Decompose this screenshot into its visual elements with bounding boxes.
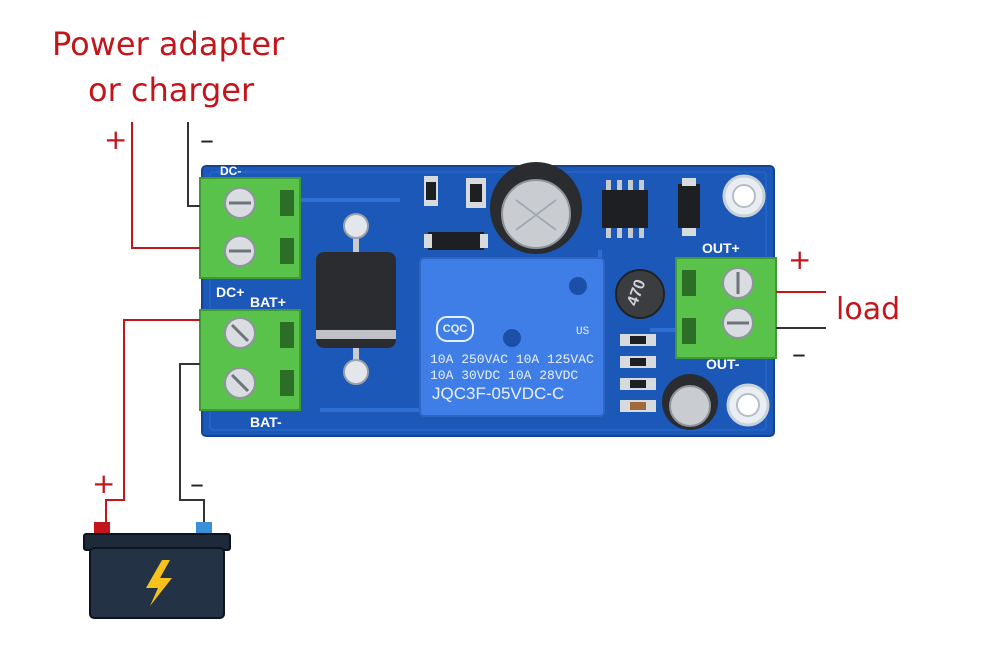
wire-bat-plus (105, 319, 200, 524)
wire-dc-plus (131, 122, 200, 249)
relay-model: JQC3F-05VDC-C (432, 384, 565, 403)
inductor (615, 269, 665, 319)
bat-minus-sign: – (190, 467, 204, 500)
silk-bat-minus: BAT- (250, 414, 282, 430)
silk-out-plus: OUT+ (702, 240, 740, 256)
silk-bat-plus: BAT+ (250, 294, 286, 310)
dc-minus-sign: – (200, 123, 214, 156)
ic-chip (602, 180, 648, 238)
capacitor-large (490, 162, 582, 254)
terminal-block-bat (199, 309, 301, 411)
diode (316, 213, 396, 385)
dc-plus-sign: + (104, 123, 128, 156)
relay (419, 257, 605, 417)
terminal-block-out (675, 257, 777, 359)
mounting-hole (726, 383, 770, 427)
relay-rating-line1: 10A 250VAC 10A 125VAC (430, 352, 594, 367)
power-adapter-label-line1: Power adapter (52, 25, 285, 63)
load-plus-sign: + (788, 243, 812, 276)
power-adapter-label-line2: or charger (88, 71, 255, 109)
terminal-block-dc (199, 177, 301, 279)
lightning-icon (146, 560, 172, 606)
bat-plus-sign: + (92, 467, 116, 500)
mounting-hole (722, 174, 766, 218)
wire-bat-minus (179, 363, 205, 524)
load-label: load (836, 292, 901, 327)
silk-out-minus: OUT- (706, 356, 740, 372)
relay-brand-logo: CQC (436, 316, 474, 342)
silk-dc-minus: DC- (220, 164, 242, 178)
capacitor-small (662, 374, 718, 430)
relay-mark: US (576, 326, 590, 338)
wire-dc-minus (187, 122, 200, 207)
silk-dc-plus: DC+ (216, 284, 245, 300)
smd-components (424, 176, 700, 412)
relay-rating-line2: 10A 30VDC 10A 28VDC (430, 368, 579, 383)
load-minus-sign: – (792, 337, 806, 370)
